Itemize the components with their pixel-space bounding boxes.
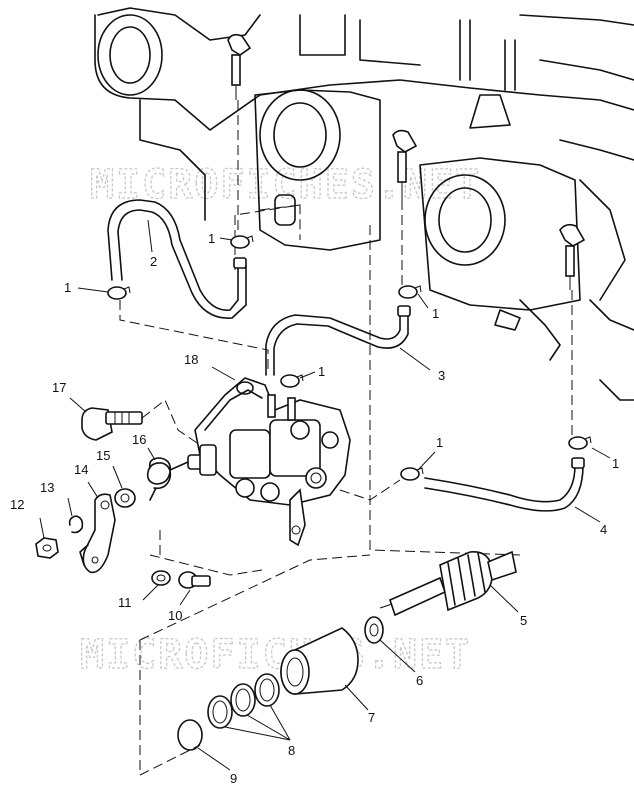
snap-ring-9	[177, 719, 203, 751]
callout-14: 14	[74, 462, 88, 477]
callout-10: 10	[168, 608, 182, 623]
oil-hose-3	[265, 305, 411, 376]
circlip-13	[68, 515, 84, 534]
callout-1b: 1	[64, 280, 71, 295]
watermark-bottom: MICROFICHES.NET	[80, 632, 471, 678]
drive-gear-5	[379, 550, 517, 617]
bolt-10	[178, 571, 211, 589]
callout-1c: 1	[432, 306, 439, 321]
oil-pump-assembly	[187, 377, 351, 547]
washer-15	[114, 488, 136, 508]
control-lever-14	[79, 493, 116, 574]
callout-15: 15	[96, 448, 110, 463]
thrust-washer-6	[364, 616, 384, 644]
alignment-lines-lower	[139, 479, 401, 776]
hose-clamp-1d	[280, 374, 304, 388]
callout-17: 17	[52, 380, 66, 395]
callout-7: 7	[368, 710, 375, 725]
callout-1f: 1	[436, 435, 443, 450]
callout-11: 11	[118, 595, 132, 610]
hose-clamp-1f	[400, 467, 424, 481]
o-rings-8	[207, 673, 280, 729]
return-spring-16	[146, 457, 189, 501]
callout-16: 16	[132, 432, 146, 447]
washer-11	[151, 570, 171, 586]
callout-1d: 1	[318, 364, 325, 379]
oil-hose-2	[107, 199, 247, 319]
banjo-bolt-17	[81, 399, 201, 446]
hose-clamp-1e	[568, 436, 592, 450]
callout-labels: 1 1 1 1 1 1 2 3 4 5 6 7 8 9 10 11 12 13 …	[10, 231, 619, 786]
callout-1a: 1	[208, 231, 215, 246]
bushing-7	[280, 627, 359, 695]
callout-12: 12	[10, 497, 24, 512]
callout-4: 4	[600, 522, 607, 537]
oil-nipple-center	[392, 129, 418, 200]
hose-clamp-1b	[107, 286, 131, 300]
callout-6: 6	[416, 673, 423, 688]
hose-clamp-1a	[230, 235, 254, 249]
nut-12	[35, 537, 59, 559]
leader-lines	[39, 219, 611, 771]
callout-8: 8	[288, 743, 295, 758]
hose-clamp-1c	[398, 285, 422, 299]
oil-nipple-left	[227, 33, 252, 100]
callout-1e: 1	[612, 456, 619, 471]
callout-9: 9	[230, 771, 237, 786]
callout-2: 2	[150, 254, 157, 269]
watermark-top: MICROFICHES.NET	[90, 162, 481, 208]
callout-13: 13	[40, 480, 54, 495]
callout-18: 18	[184, 352, 198, 367]
callout-5: 5	[520, 613, 527, 628]
engine-block	[94, 7, 634, 401]
oil-nipple-right	[559, 223, 586, 290]
callout-3: 3	[438, 368, 445, 383]
oil-hose-4	[424, 457, 585, 512]
